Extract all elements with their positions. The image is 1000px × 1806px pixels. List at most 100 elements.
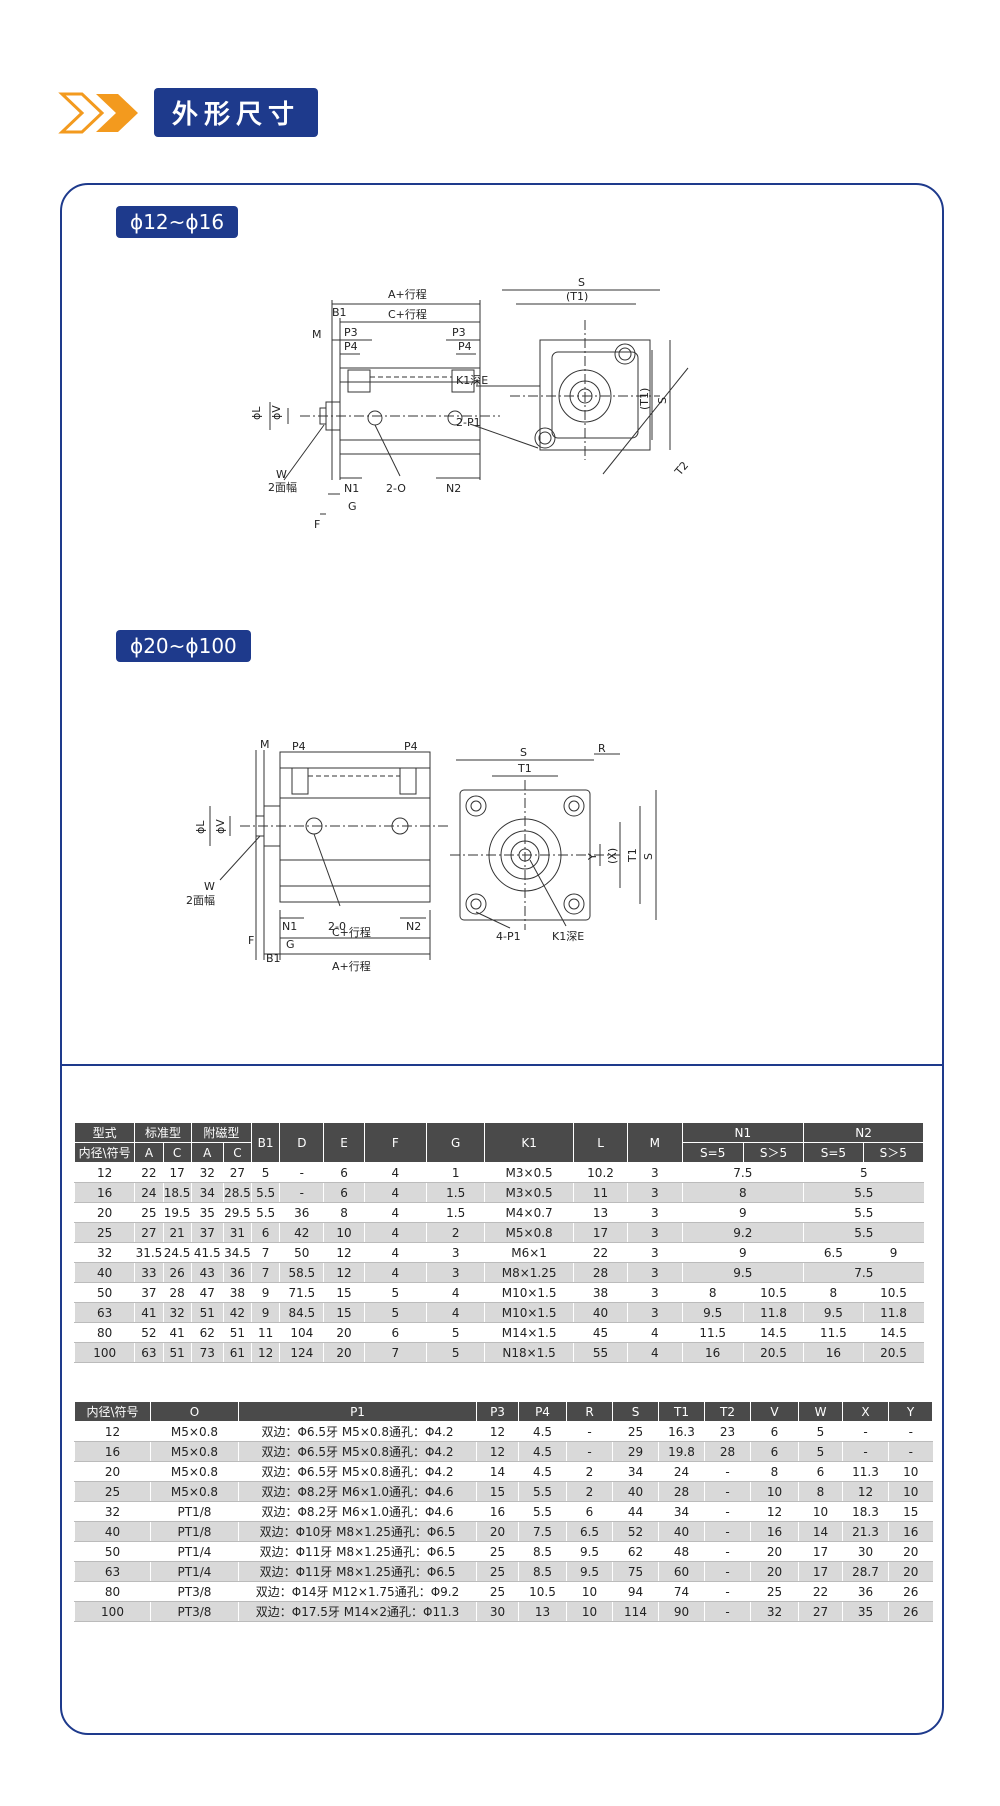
table-cell: PT3/8 (150, 1601, 239, 1622)
table-cell: 11.5 (681, 1322, 744, 1343)
table-cell: 10.5 (742, 1282, 804, 1303)
table-cell: 11.8 (862, 1302, 924, 1323)
table-cell: 80 (73, 1322, 135, 1343)
table-cell: 35 (190, 1202, 224, 1223)
table-cell: 11.3 (842, 1461, 889, 1482)
t1-h-m: M (627, 1122, 683, 1163)
table-cell: N18×1.5 (484, 1342, 574, 1363)
svg-text:4-P1: 4-P1 (496, 930, 521, 943)
table-cell: - (566, 1441, 613, 1462)
t2-h-r: R (566, 1401, 613, 1422)
table-cell: 25 (73, 1222, 135, 1243)
table-cell: 20 (73, 1202, 135, 1223)
table-cell: 18.5 (162, 1182, 192, 1203)
t1-h-l: L (572, 1122, 629, 1163)
table-cell: M3×0.5 (484, 1182, 574, 1203)
table-cell: 41 (162, 1322, 192, 1343)
table-cell: 4 (363, 1182, 427, 1203)
table-cell: 9.5 (566, 1541, 613, 1562)
table-cell: 34 (190, 1182, 224, 1203)
t1-h-k1: K1 (484, 1122, 574, 1163)
table-cell: 16 (803, 1342, 864, 1363)
table-cell: 16 (73, 1182, 135, 1203)
table-cell: M14×1.5 (484, 1322, 574, 1343)
table-cell: 27 (134, 1222, 163, 1243)
table-cell: 34 (612, 1461, 659, 1482)
table-cell: 74 (658, 1581, 705, 1602)
t1-h-n1-s5: S=5 (681, 1142, 744, 1163)
table-cell: 5 (426, 1342, 485, 1363)
table-cell: 32 (190, 1162, 224, 1183)
table-cell: 75 (612, 1561, 659, 1582)
table-cell: 双边：Φ17.5牙 M14×2通孔：Φ11.3 (238, 1601, 477, 1622)
table-cell: 24.5 (162, 1242, 192, 1263)
table-cell: 38 (222, 1282, 252, 1303)
table-cell: 双边：Φ10牙 M8×1.25通孔：Φ6.5 (238, 1521, 477, 1542)
table-cell: 双边：Φ8.2牙 M6×1.0通孔：Φ4.6 (238, 1481, 477, 1502)
svg-text:M: M (312, 328, 322, 341)
table-cell: 19.5 (162, 1202, 192, 1223)
svg-text:G: G (286, 938, 295, 951)
svg-text:P4: P4 (458, 340, 472, 353)
table-cell: 3 (627, 1242, 682, 1263)
table-cell: 32 (74, 1501, 151, 1522)
table-cell: 12 (750, 1501, 799, 1522)
table-cell: 31.5 (134, 1242, 163, 1263)
svg-text:P4: P4 (404, 740, 418, 753)
t2-h-o: O (150, 1401, 239, 1422)
table-cell: 12 (476, 1441, 519, 1462)
t2-h-x: X (842, 1401, 889, 1422)
table-cell: 5.5 (251, 1182, 280, 1203)
table-cell: 12 (323, 1242, 365, 1263)
table-cell: 40 (572, 1302, 628, 1323)
table-cell: 28 (658, 1481, 705, 1502)
table-cell: PT1/4 (150, 1541, 239, 1562)
t1-h-f: F (363, 1122, 428, 1163)
t2-h-p4: P4 (518, 1401, 567, 1422)
t1-h-c1: C (162, 1142, 192, 1163)
table-cell: 63 (134, 1342, 163, 1363)
table-cell: M5×0.8 (150, 1421, 239, 1442)
table-cell: 8 (750, 1461, 799, 1482)
drawing-large-bore: M P4 P4 ϕL ϕV W 2面幅 N1 2-0 N2 F G B1 C+行… (186, 738, 657, 973)
svg-text:A+行程: A+行程 (332, 960, 371, 973)
table-cell: 9 (681, 1202, 804, 1223)
table-cell: 3 (426, 1242, 485, 1263)
table-cell: 51 (190, 1302, 224, 1323)
svg-text:S: S (656, 397, 669, 404)
table-cell: 11.5 (803, 1322, 864, 1343)
table-cell: 25 (476, 1561, 519, 1582)
table-cell: 12 (842, 1481, 889, 1502)
table-cell: 20.5 (742, 1342, 804, 1363)
table-cell: 双边：Φ11牙 M8×1.25通孔：Φ6.5 (238, 1541, 477, 1562)
table-cell: 22 (572, 1242, 628, 1263)
table-cell: 17 (162, 1162, 192, 1183)
table-cell: 4 (363, 1262, 427, 1283)
table-cell: 3 (627, 1202, 682, 1223)
t2-h-t1: T1 (658, 1401, 705, 1422)
table-cell: 28.5 (222, 1182, 252, 1203)
section-label-small: ϕ12~ϕ16 (116, 206, 239, 238)
table-cell: 7 (363, 1342, 427, 1363)
svg-text:(T1): (T1) (566, 290, 588, 303)
table-cell: 52 (134, 1322, 163, 1343)
svg-text:P3: P3 (344, 326, 358, 339)
table-cell: 9.5 (803, 1302, 864, 1323)
table-cell: 1 (426, 1162, 485, 1183)
table-cell: M4×0.7 (484, 1202, 574, 1223)
table-cell: 双边：Φ11牙 M8×1.25通孔：Φ6.5 (238, 1561, 477, 1582)
content-frame (60, 183, 944, 1735)
table-cell: 25 (476, 1541, 519, 1562)
table-cell: 10 (323, 1222, 365, 1243)
table-cell: - (842, 1441, 889, 1462)
table-cell: 36 (842, 1581, 889, 1602)
table-cell: 3 (627, 1302, 682, 1323)
svg-text:T2: T2 (672, 459, 691, 479)
table-cell: 24 (134, 1182, 163, 1203)
svg-text:K1深E: K1深E (456, 374, 488, 387)
